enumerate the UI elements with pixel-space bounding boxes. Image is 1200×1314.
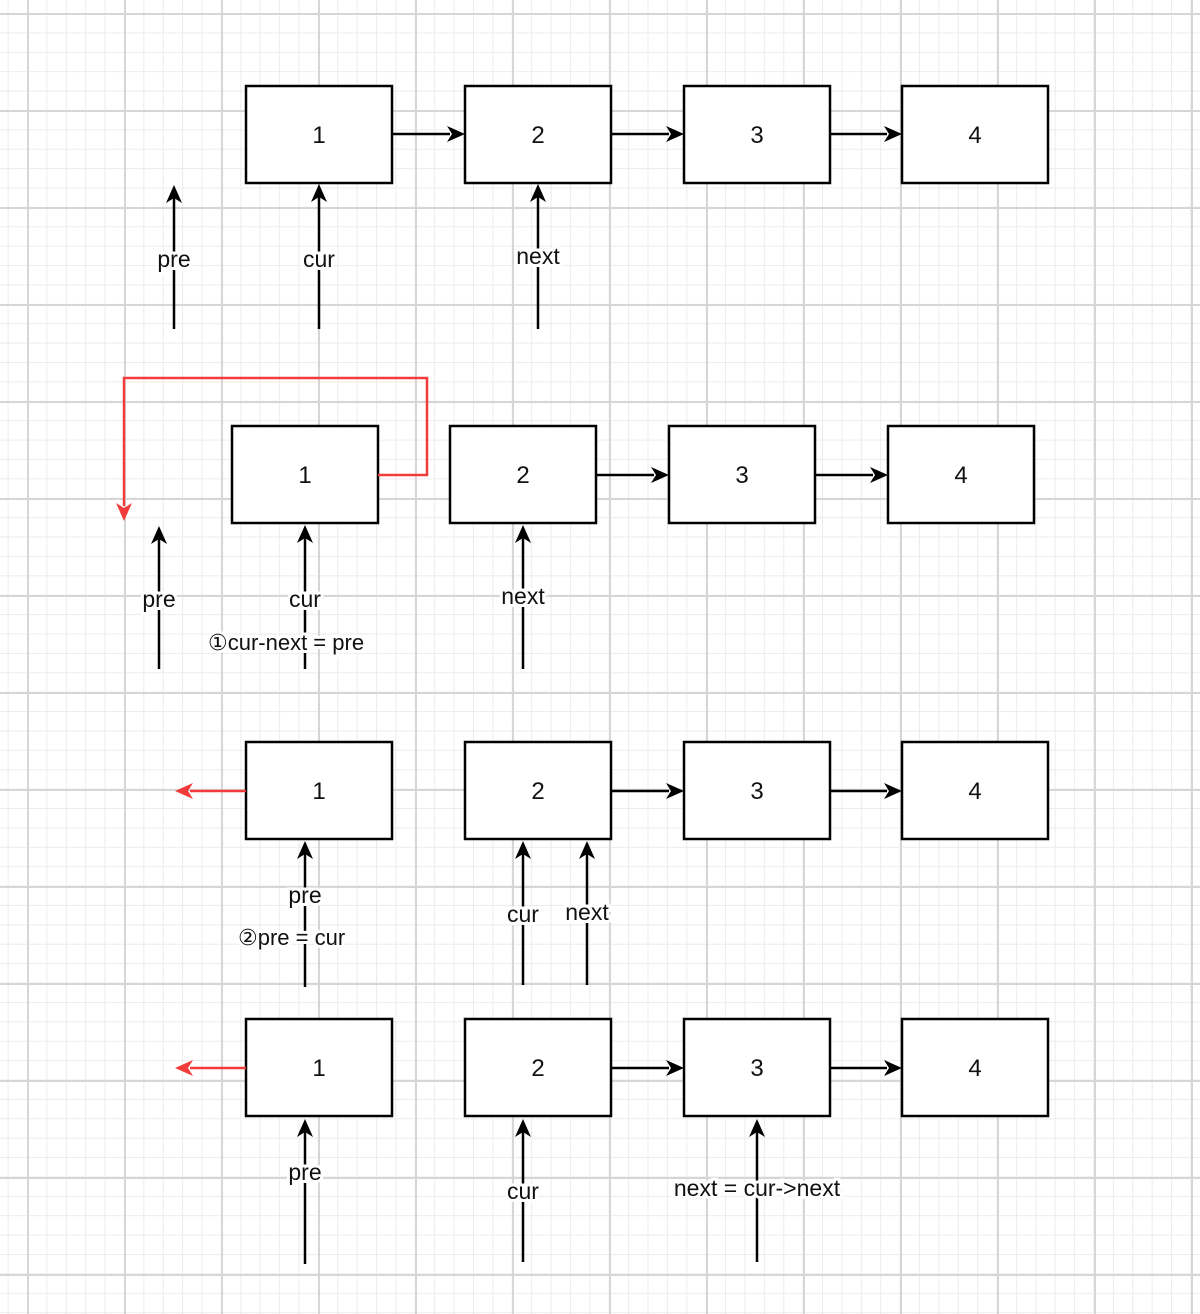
step-2-pre-pointer: pre (139, 526, 179, 669)
step-2-node-4-label: 4 (954, 462, 967, 489)
step-3-node-1: 1 (244, 740, 394, 841)
step-1-link-3-4 (830, 126, 902, 142)
step-3-node-3-label: 3 (750, 778, 763, 805)
step-1: 1 2 3 4 pre (154, 84, 1050, 329)
step-4-link-3-4 (830, 1060, 902, 1076)
step-4-cur-pointer: cur (504, 1119, 542, 1262)
step-4-node-2: 2 (463, 1017, 613, 1118)
step-4-node-4-label: 4 (968, 1055, 981, 1082)
step-3: 1 2 3 4 pre (175, 740, 1050, 987)
step-3-node-1-label: 1 (312, 778, 325, 805)
step-1-pre-pointer: pre (154, 185, 194, 329)
step-2-node-2: 2 (448, 424, 598, 525)
step-1-node-2: 2 (463, 84, 613, 185)
step-2-cur-label: cur (289, 586, 321, 612)
step-1-node-2-label: 2 (531, 122, 544, 149)
step-4-reversed-link (175, 1060, 246, 1076)
step-3-node-4-label: 4 (968, 778, 981, 805)
step-3-link-3-4 (830, 783, 902, 799)
step-4-link-2-3 (611, 1060, 684, 1076)
step-2-pre-label: pre (142, 586, 175, 612)
step-1-node-4-label: 4 (968, 122, 981, 149)
step-3-node-4: 4 (900, 740, 1050, 841)
step-1-next-pointer: next (513, 184, 563, 329)
step-3-next-label: next (565, 899, 609, 925)
step-2-next-label: next (501, 583, 545, 609)
step-4: 1 2 3 4 pre (175, 1017, 1050, 1264)
step-1-node-4: 4 (900, 84, 1050, 185)
step-3-node-2-label: 2 (531, 778, 544, 805)
step-1-link-2-3 (611, 126, 684, 142)
step-2-note: ①cur-next = pre (208, 630, 364, 655)
step-2-cur-pointer: cur (286, 525, 324, 669)
step-2-reversed-link (116, 376, 429, 521)
step-4-next-pointer: next = cur->next (671, 1119, 844, 1262)
step-2-node-1: 1 (230, 424, 380, 525)
step-4-node-2-label: 2 (531, 1055, 544, 1082)
step-2-node-4: 4 (886, 424, 1036, 525)
step-4-node-3: 3 (682, 1017, 832, 1118)
step-2-link-3-4 (815, 467, 888, 483)
step-4-node-1-label: 1 (312, 1055, 325, 1082)
step-4-node-4: 4 (900, 1017, 1050, 1118)
step-1-pre-label: pre (157, 246, 190, 272)
step-3-reversed-link (175, 783, 246, 799)
step-4-node-1: 1 (244, 1017, 394, 1118)
step-2-node-2-label: 2 (516, 462, 529, 489)
step-1-node-1: 1 (244, 84, 394, 185)
step-2-next-pointer: next (498, 525, 548, 669)
step-1-link-1-2 (392, 126, 465, 142)
step-1-node-3-label: 3 (750, 122, 763, 149)
step-4-pre-label: pre (288, 1159, 321, 1185)
step-3-pre-label: pre (288, 882, 321, 908)
step-2-node-1-label: 1 (298, 462, 311, 489)
step-4-node-3-label: 3 (750, 1055, 763, 1082)
step-3-link-2-3 (611, 783, 684, 799)
step-3-note: ②pre = cur (238, 925, 345, 950)
step-1-node-3: 3 (682, 84, 832, 185)
step-1-cur-label: cur (303, 246, 335, 272)
step-2: 1 2 3 4 pre (116, 376, 1036, 669)
step-3-pre-pointer: pre (285, 841, 325, 987)
step-3-cur-pointer: cur (504, 841, 542, 985)
step-3-next-pointer: next (562, 841, 612, 985)
step-4-pre-pointer: pre (285, 1119, 325, 1264)
step-3-node-3: 3 (682, 740, 832, 841)
step-2-node-3-label: 3 (735, 462, 748, 489)
step-1-next-label: next (516, 243, 560, 269)
step-3-node-2: 2 (463, 740, 613, 841)
step-2-node-3: 3 (667, 424, 817, 525)
step-3-cur-label: cur (507, 901, 539, 927)
step-2-link-2-3 (596, 467, 669, 483)
step-1-cur-pointer: cur (300, 184, 338, 329)
step-1-node-1-label: 1 (312, 122, 325, 149)
step-4-cur-label: cur (507, 1178, 539, 1204)
step-4-next-label: next = cur->next (674, 1175, 841, 1201)
